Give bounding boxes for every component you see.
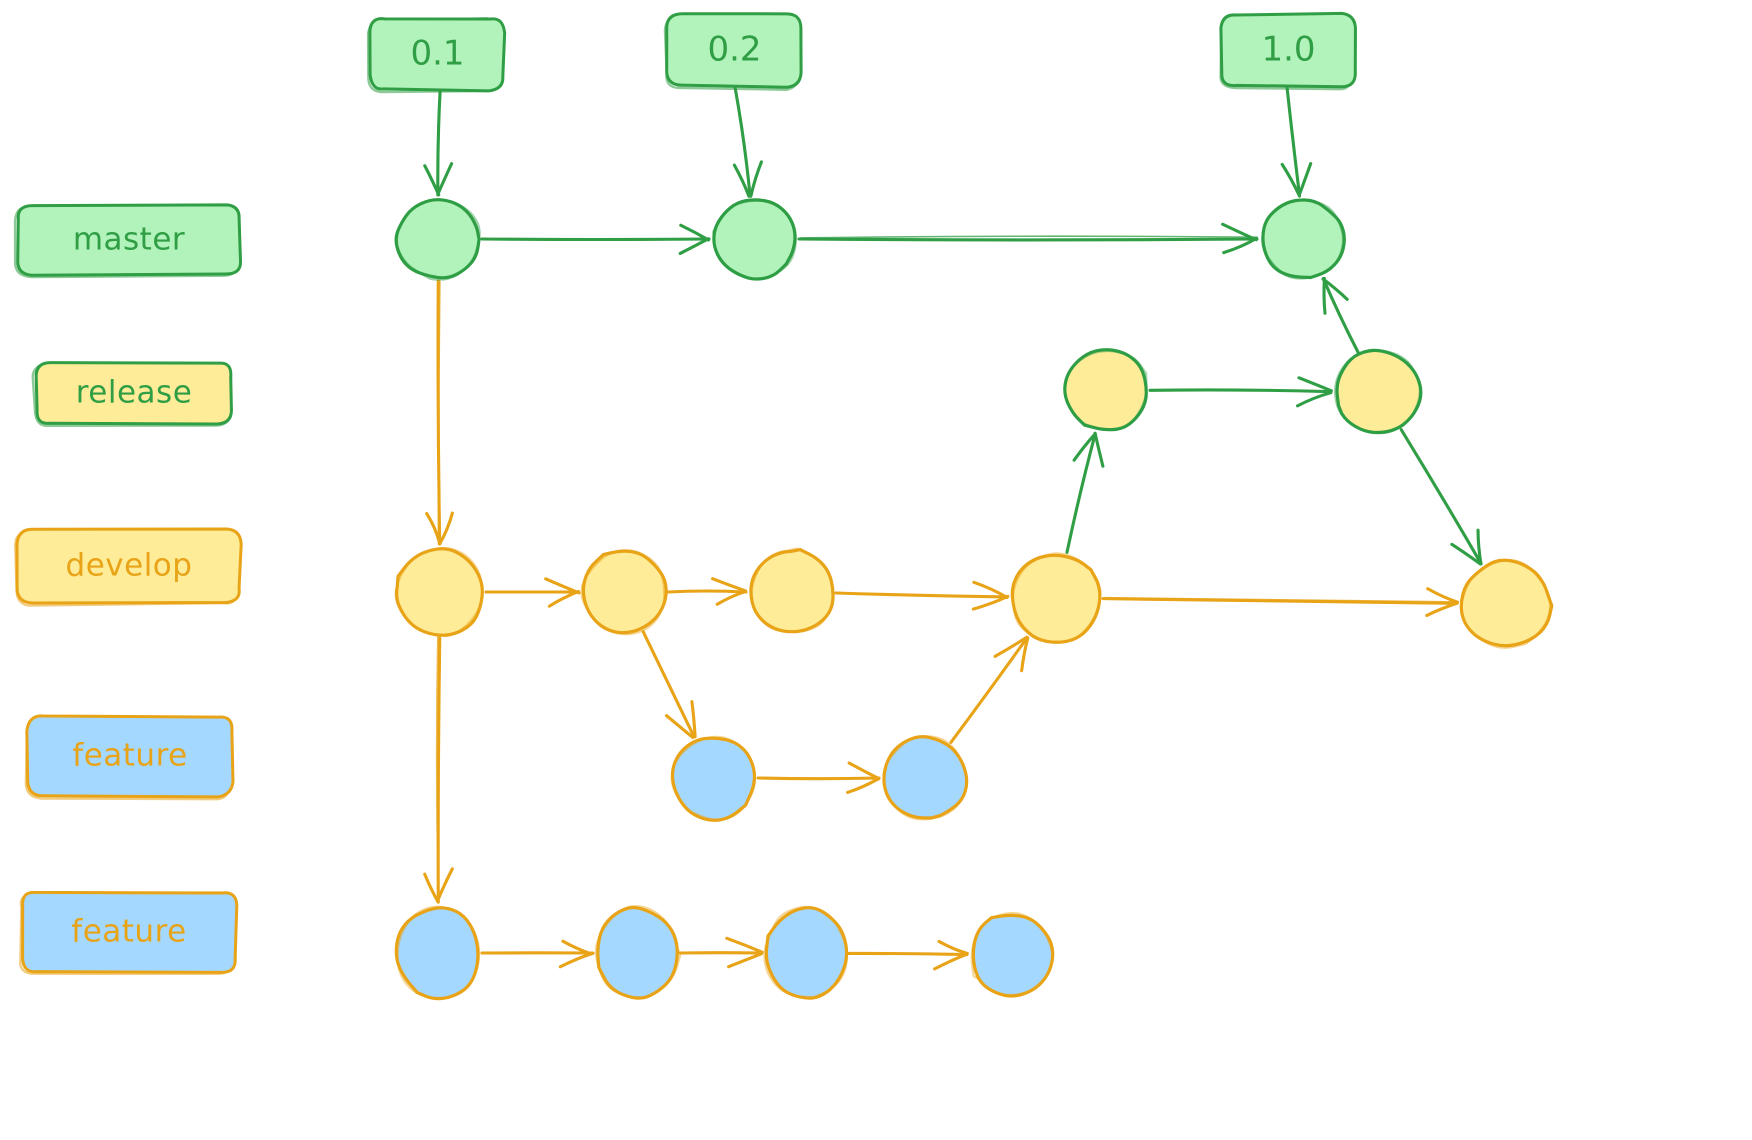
commit-node-develop-c1[interactable] <box>394 547 484 637</box>
commit-node-master-c1[interactable] <box>394 198 481 281</box>
edge-develop-c3-to-develop-c4 <box>834 580 1010 611</box>
edge-develop-c2-to-feature1-c1 <box>641 630 697 740</box>
tag-1-0[interactable]: 1.0 <box>1219 11 1357 91</box>
lane-feature-1-label: feature <box>72 738 187 774</box>
commit-node-develop-c2[interactable] <box>580 548 668 636</box>
edge-tag-0-2-to-master-c2 <box>732 85 763 198</box>
commit-node-feature2-c1[interactable] <box>394 905 481 1001</box>
commit-node-develop-c3[interactable] <box>749 547 835 634</box>
edge-feature1-c2-to-develop-c4 <box>949 635 1030 744</box>
commit-node-feature1-c1[interactable] <box>670 735 757 822</box>
commit-node-release-c2[interactable] <box>1333 348 1423 435</box>
edge-tag-1-0-to-master-c3 <box>1280 85 1313 198</box>
edge-feature2-c3-to-feature2-c4 <box>847 939 969 971</box>
edge-master-c1-to-master-c2 <box>480 223 711 255</box>
edge-release-c2-to-master-c3 <box>1321 276 1360 355</box>
commit-node-feature2-c2[interactable] <box>594 905 682 1000</box>
commit-node-master-c2[interactable] <box>712 198 797 281</box>
edge-feature2-c1-to-feature2-c2 <box>480 939 595 969</box>
lane-master[interactable]: master <box>13 203 243 279</box>
edge-master-c2-to-master-c3 <box>797 222 1259 255</box>
tag-0-2[interactable]: 0.2 <box>663 12 803 91</box>
edge-master-c1-to-develop-c1 <box>425 279 454 546</box>
edge-release-c2-to-develop-c5 <box>1399 428 1483 566</box>
edge-develop-c4-to-develop-c5 <box>1101 587 1460 618</box>
tag-0-2-label: 0.2 <box>707 30 761 70</box>
lane-develop-label: develop <box>66 548 193 584</box>
tag-1-0-label: 1.0 <box>1261 30 1315 70</box>
edge-release-c1-to-release-c2 <box>1148 376 1333 408</box>
edge-develop-c1-to-develop-c2 <box>484 577 581 608</box>
lane-feature-1[interactable]: feature <box>24 714 235 801</box>
commit-node-master-c3[interactable] <box>1261 198 1346 280</box>
tag-0-1[interactable]: 0.1 <box>366 17 507 94</box>
tag-0-1-label: 0.1 <box>410 34 464 74</box>
lane-feature-2[interactable]: feature <box>19 890 239 976</box>
commit-node-release-c1[interactable] <box>1063 348 1148 432</box>
edge-develop-c1-to-feature2-c1 <box>423 635 454 904</box>
commit-node-feature2-c3[interactable] <box>763 905 849 1000</box>
commit-node-feature2-c4[interactable] <box>970 911 1055 998</box>
edge-feature1-c1-to-feature1-c2 <box>756 761 881 794</box>
edge-tag-0-1-to-master-c1 <box>423 89 454 197</box>
edge-develop-c2-to-develop-c3 <box>666 577 748 606</box>
lane-release-label: release <box>76 375 193 411</box>
commit-node-develop-c4[interactable] <box>1010 552 1102 644</box>
edge-feature2-c2-to-feature2-c3 <box>678 936 764 969</box>
lane-feature-2-label: feature <box>71 914 186 950</box>
lane-master-label: master <box>73 222 185 258</box>
commit-node-feature1-c2[interactable] <box>882 735 969 821</box>
commit-node-develop-c5[interactable] <box>1459 558 1554 649</box>
edge-develop-c4-to-release-c1 <box>1065 431 1105 554</box>
lane-release[interactable]: release <box>31 361 233 428</box>
lane-develop[interactable]: develop <box>14 527 243 607</box>
